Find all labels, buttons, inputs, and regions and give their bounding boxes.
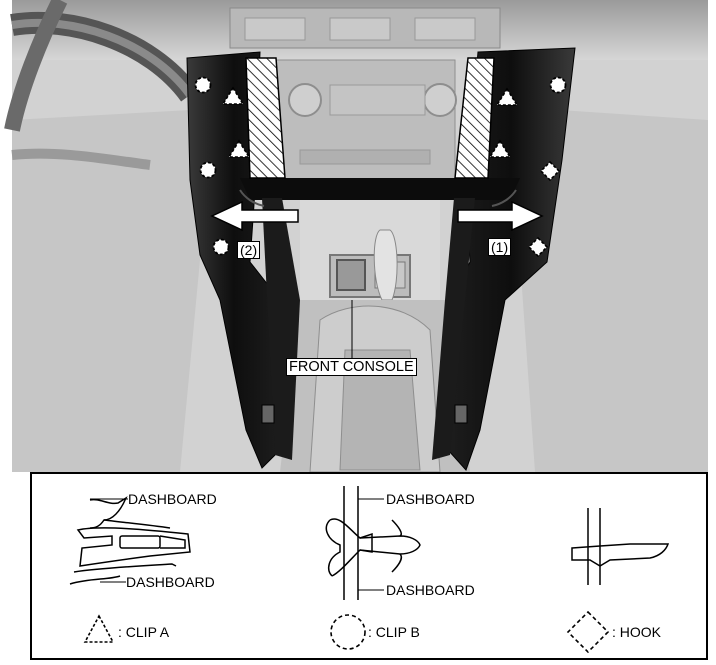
removal-arrow-1 [457, 189, 544, 232]
clip-a-legend-label: : CLIP A [118, 624, 170, 640]
clip-b-detail-drawing [325, 486, 421, 600]
clip-a-dashboard-upper-label: DASHBOARD [128, 491, 217, 507]
clip-b-dashboard-lower-label: DASHBOARD [386, 582, 475, 598]
removal-callout-1: (1) [488, 238, 512, 256]
hook-symbol [566, 610, 610, 654]
hatched-area-right [454, 57, 495, 179]
removal-arrow-2 [210, 189, 299, 232]
front-console-label: FRONT CONSOLE [286, 358, 417, 376]
vehicle-interior-illustration [4, 0, 708, 473]
steering-wheel [4, 0, 199, 170]
clip-b-dashboard-upper-label: DASHBOARD [386, 491, 475, 507]
clip-b-legend-label: : CLIP B [368, 624, 420, 640]
hatched-area-left [245, 57, 286, 179]
clip-a-detail-drawing [69, 496, 191, 585]
hook-markers [527, 160, 561, 258]
hook-detail-drawing [571, 508, 670, 585]
clip-a-markers [221, 86, 519, 158]
hook-legend-label: : HOOK [612, 624, 662, 640]
clip-a-symbol [83, 614, 115, 643]
clip-b-symbol [330, 614, 366, 650]
clip-b-markers [194, 76, 567, 256]
removal-callout-2: (2) [237, 241, 261, 259]
clip-a-dashboard-lower-label: DASHBOARD [126, 574, 215, 590]
